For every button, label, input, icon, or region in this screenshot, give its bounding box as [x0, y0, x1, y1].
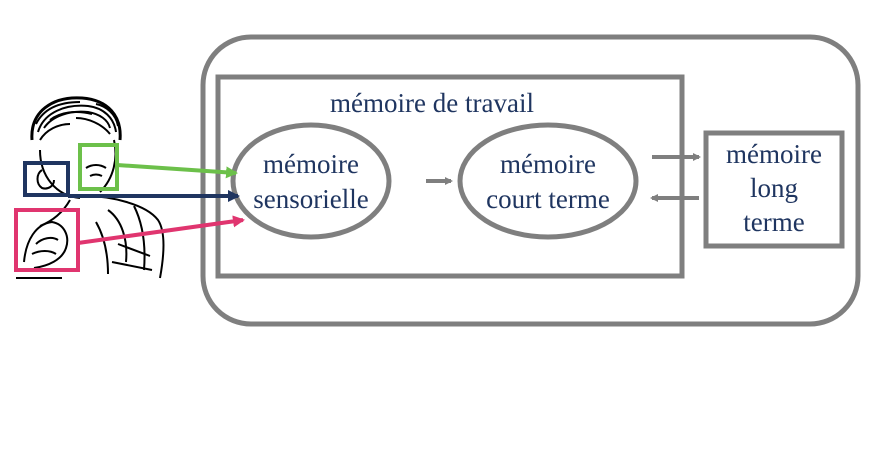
short-term-memory-node [457, 122, 639, 240]
touch-input-arrow [77, 215, 245, 245]
long-term-memory-box [703, 130, 845, 249]
working-memory-label: mémoire de travail [330, 88, 534, 118]
long-term-memory-label-line2: long [750, 173, 798, 203]
short-term-memory-label-line1: mémoire [500, 149, 596, 179]
sensory-memory-node [230, 122, 392, 240]
vision-input-arrow [116, 163, 238, 179]
working-memory-box [215, 74, 685, 279]
ear-highlight [23, 161, 70, 197]
long-term-memory-label-line3: terme [743, 207, 804, 237]
person-sketch [16, 96, 165, 279]
short-term-memory-label-line2: court terme [486, 184, 610, 214]
long-term-memory-label-line1: mémoire [726, 139, 822, 169]
sensory-memory-label-line1: mémoire [263, 149, 359, 179]
hand-highlight [14, 208, 80, 272]
memory-system-frame [200, 34, 861, 327]
sensory-memory-label-line2: sensorielle [253, 184, 368, 214]
eye-highlight [78, 143, 119, 191]
